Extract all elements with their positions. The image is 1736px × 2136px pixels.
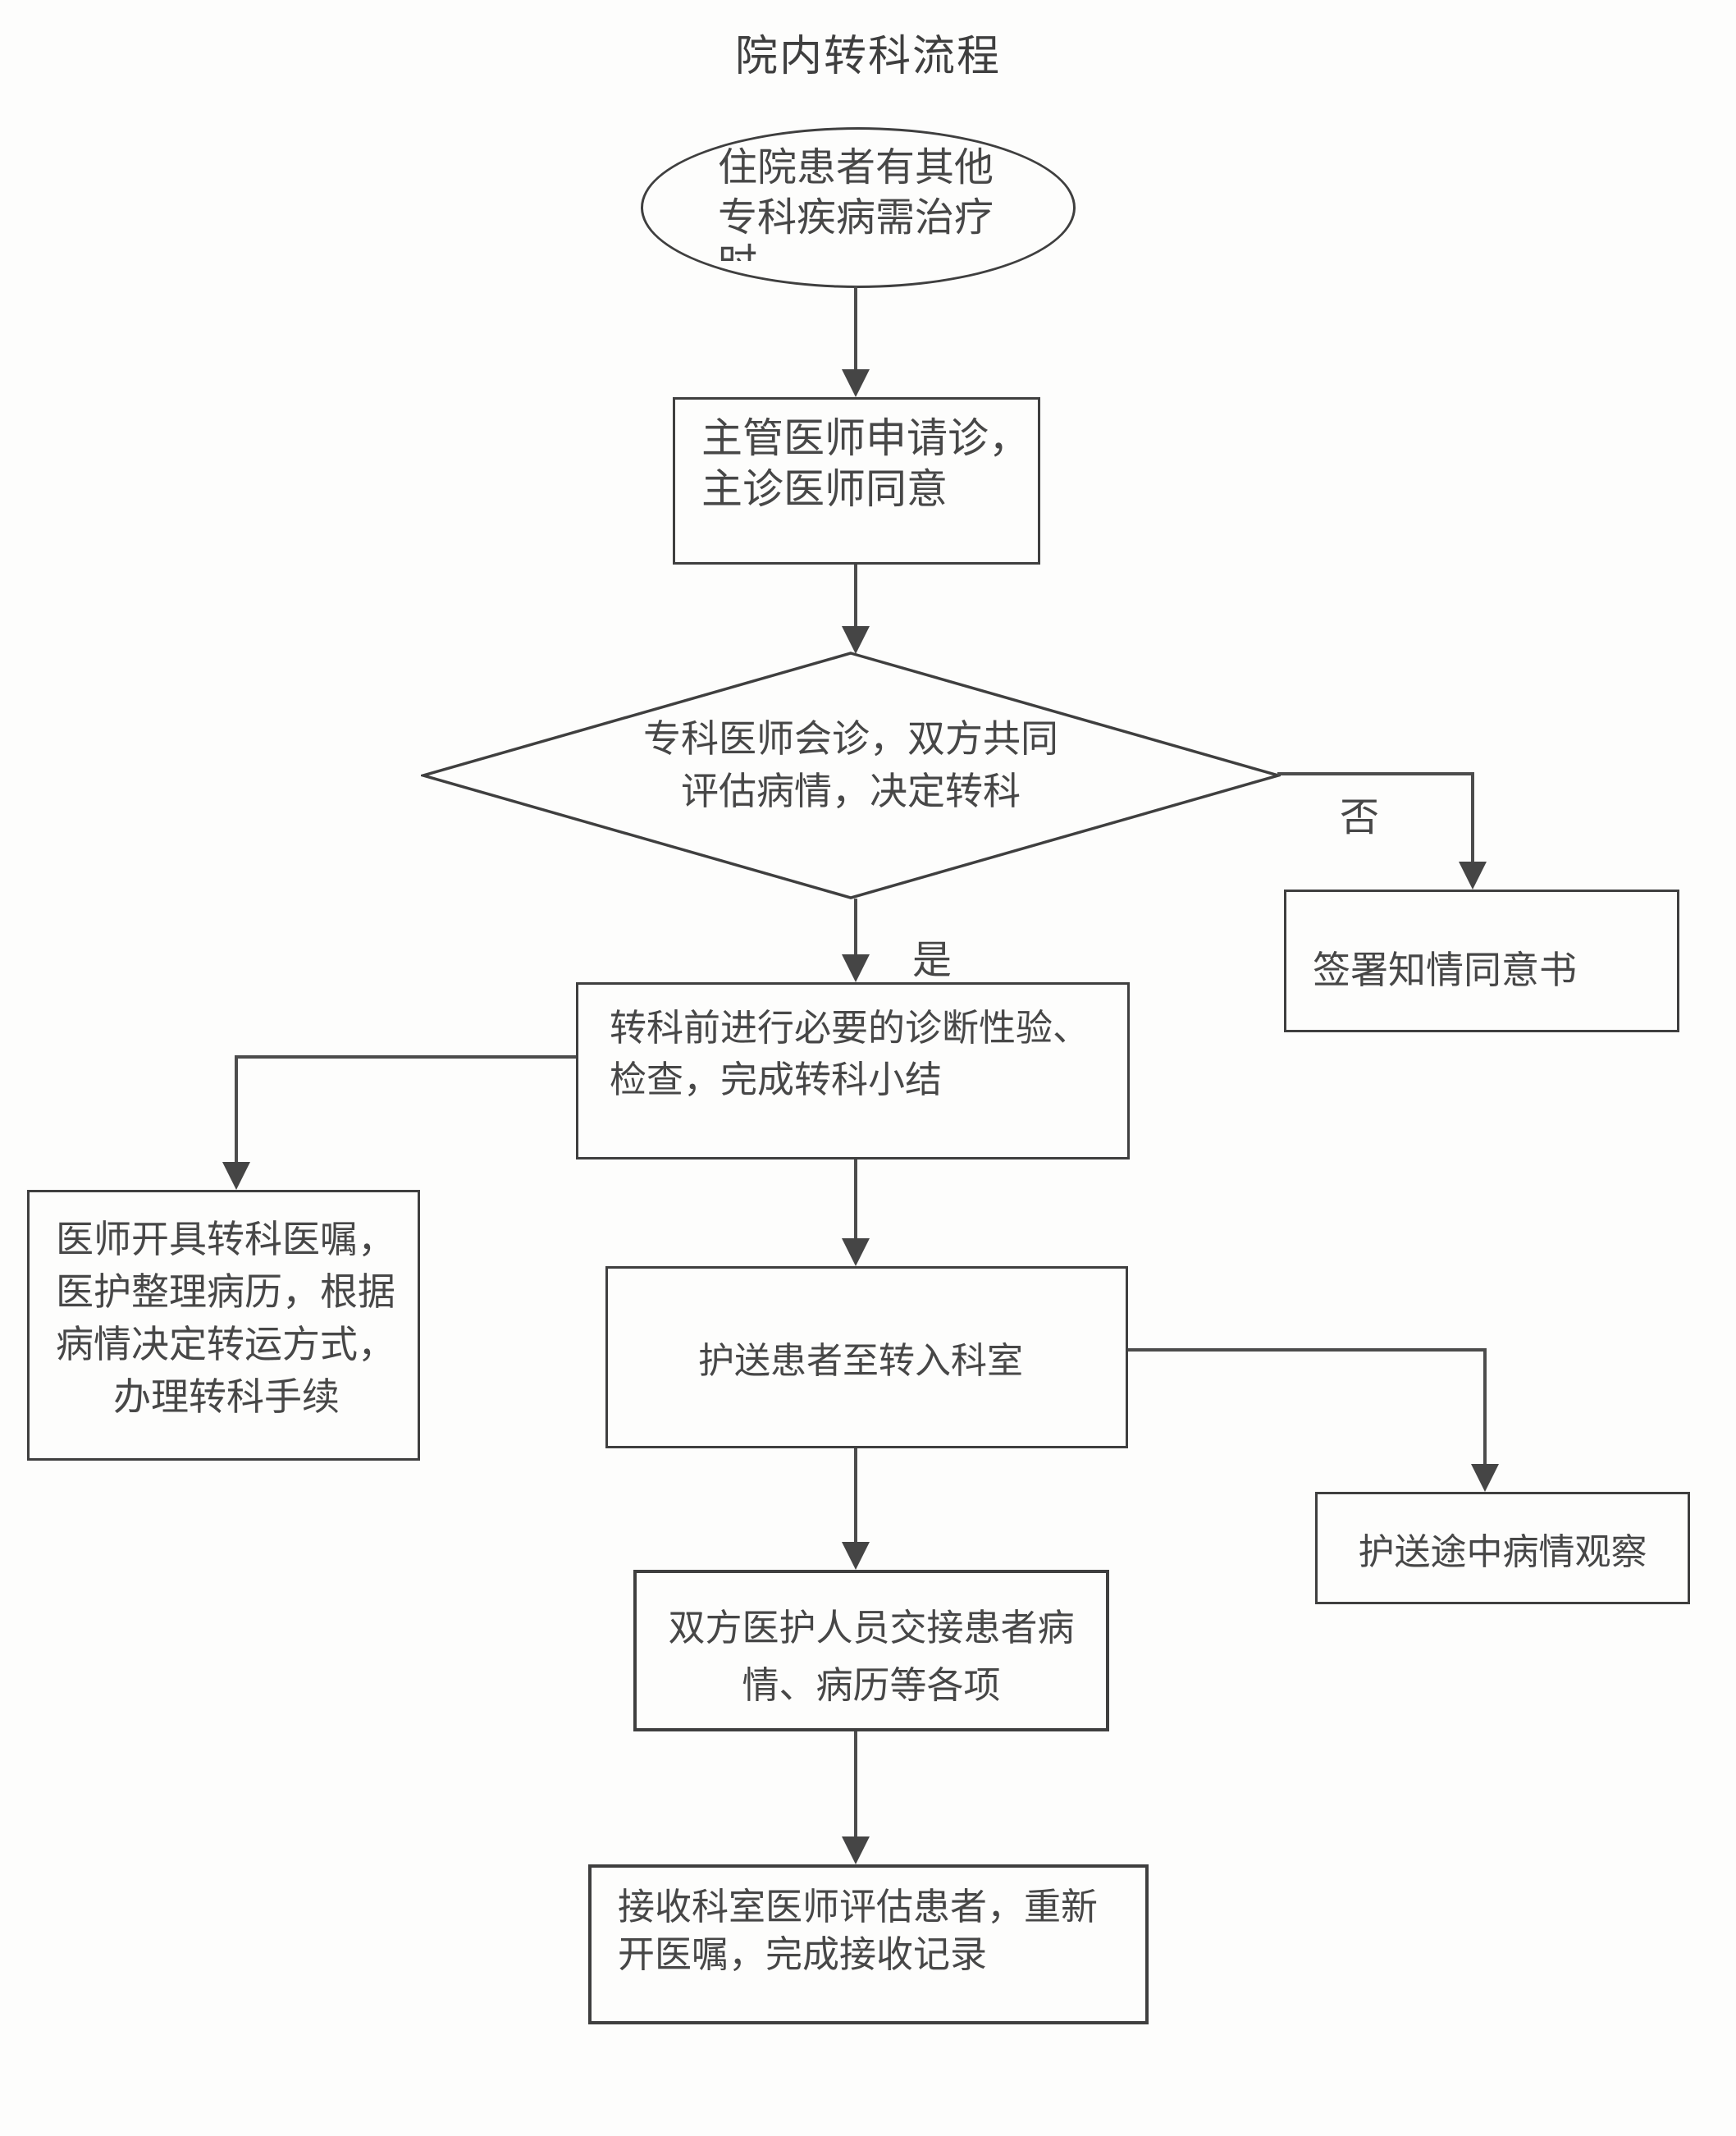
edge-start-apply-arrowhead bbox=[842, 369, 870, 397]
decision-line-1: 专科医师会诊，双方共同 bbox=[643, 718, 1058, 760]
edge-no-hline bbox=[1277, 772, 1474, 775]
edge-escort-observe-hline bbox=[1128, 1348, 1487, 1352]
flowchart-title: 院内转科流程 bbox=[734, 34, 1001, 80]
edge-apply-decision-arrowhead bbox=[842, 626, 870, 654]
edge-escort-observe-vline bbox=[1483, 1348, 1487, 1468]
start-line-1: 住院患者有其他 bbox=[718, 146, 994, 190]
apply-line-2: 主诊医师同意 bbox=[701, 466, 948, 512]
decision-diamond-text: 专科医师会诊，双方共同 评估病情，决定转科 bbox=[421, 713, 1281, 818]
edge-prepare-escort-line bbox=[854, 1159, 857, 1242]
orders-line-2: 医护整理病历，根据 bbox=[56, 1271, 395, 1313]
edge-yes-arrowhead bbox=[842, 954, 870, 982]
handover-box: 双方医护人员交接患者病 情、病历等各项 bbox=[633, 1570, 1109, 1731]
handover-line-1: 双方医护人员交接患者病 bbox=[668, 1608, 1075, 1649]
edge-escort-observe-arrowhead bbox=[1471, 1464, 1499, 1492]
edge-prepare-escort-arrowhead bbox=[842, 1238, 870, 1266]
prepare-line-2: 检查，完成转科小结 bbox=[610, 1059, 943, 1100]
orders-line-1: 医师开具转科医嘱， bbox=[56, 1219, 395, 1260]
edge-yes-line bbox=[854, 899, 857, 958]
observe-label: 护送途中病情观察 bbox=[1358, 1531, 1647, 1572]
start-ellipse: 住院患者有其他 专科疾病需治疗 时 bbox=[641, 127, 1076, 288]
decision-diamond-shape bbox=[418, 652, 1284, 899]
consent-label: 签署知情同意书 bbox=[1313, 949, 1577, 991]
prepare-box: 转科前进行必要的诊断性验、 检查，完成转科小结 bbox=[576, 982, 1130, 1159]
apply-line-1: 主管医师申请诊， bbox=[701, 415, 1030, 461]
edge-handover-receive-arrowhead bbox=[842, 1836, 870, 1864]
escort-box: 护送患者至转入科室 bbox=[605, 1266, 1128, 1448]
start-ellipse-text: 住院患者有其他 专科疾病需治疗 时 bbox=[718, 143, 998, 261]
orders-line-3: 病情决定转运方式， bbox=[56, 1324, 395, 1365]
escort-label: 护送患者至转入科室 bbox=[698, 1341, 1023, 1381]
orders-line-4: 办理转科手续 bbox=[113, 1376, 340, 1418]
orders-box: 医师开具转科医嘱， 医护整理病历，根据 病情决定转运方式， 办理转科手续 bbox=[27, 1190, 420, 1461]
edge-start-apply-line bbox=[854, 286, 857, 373]
receive-box: 接收科室医师评估患者，重新 开医嘱，完成接收记录 bbox=[588, 1864, 1149, 2024]
edge-escort-handover-arrowhead bbox=[842, 1542, 870, 1570]
consent-box: 签署知情同意书 bbox=[1284, 890, 1679, 1032]
edge-apply-decision-line bbox=[854, 565, 857, 630]
edge-prepare-orders-arrowhead bbox=[222, 1162, 250, 1190]
edge-no-arrowhead bbox=[1459, 862, 1487, 890]
start-line-2: 专科疾病需治疗 bbox=[718, 196, 994, 240]
handover-line-2: 情、病历等各项 bbox=[742, 1665, 1001, 1706]
receive-line-2: 开医嘱，完成接收记录 bbox=[618, 1934, 988, 1975]
edge-handover-receive-line bbox=[854, 1731, 857, 1841]
start-clipped-char: 时 bbox=[718, 243, 998, 261]
edge-prepare-orders-vline bbox=[235, 1055, 238, 1164]
decision-line-2: 评估病情，决定转科 bbox=[681, 771, 1021, 812]
edge-prepare-orders-hline bbox=[236, 1055, 576, 1059]
decision-diamond: 专科医师会诊，双方共同 评估病情，决定转科 bbox=[418, 651, 1284, 900]
edge-escort-handover-line bbox=[854, 1448, 857, 1546]
edge-no-vline bbox=[1471, 772, 1474, 866]
observe-box: 护送途中病情观察 bbox=[1315, 1492, 1690, 1604]
receive-line-1: 接收科室医师评估患者，重新 bbox=[618, 1887, 1099, 1928]
yes-label: 是 bbox=[912, 939, 953, 982]
apply-box: 主管医师申请诊， 主诊医师同意 bbox=[673, 397, 1040, 565]
prepare-line-1: 转科前进行必要的诊断性验、 bbox=[610, 1008, 1090, 1049]
no-label: 否 bbox=[1340, 796, 1380, 839]
